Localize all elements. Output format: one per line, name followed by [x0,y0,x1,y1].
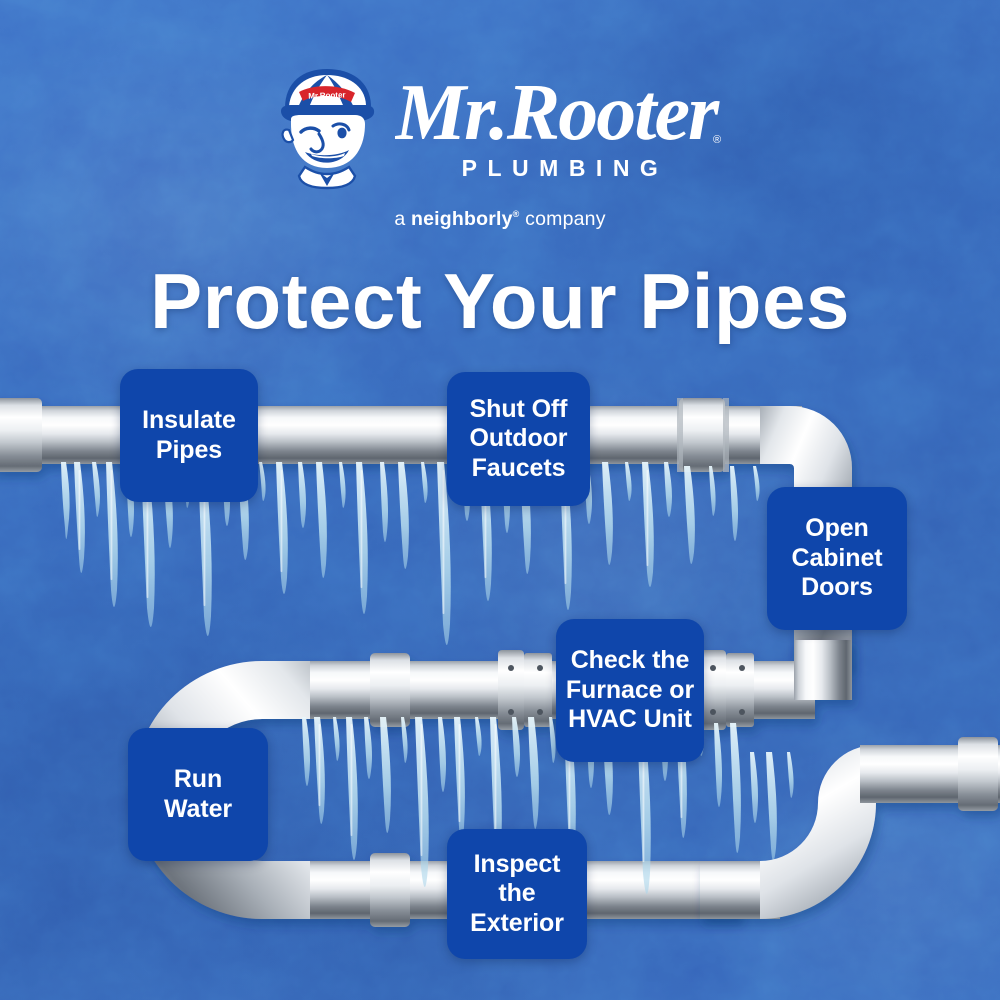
bottom-right-s-bend-assembly [700,737,1000,919]
pipe-coupling [370,653,410,727]
tagline-brand: neighborly [411,208,513,230]
neighborly-tagline: a neighborly® company [0,208,1000,231]
flange-coupling [700,650,754,730]
pipe-coupling [0,398,42,472]
flange-coupling [498,650,552,730]
wordmark-subtitle: PLUMBING [461,154,669,181]
page-title: Protect Your Pipes [150,257,850,345]
mr-rooter-wordmark: Mr.Rooter ® PLUMBING [395,73,725,182]
tagline-suffix: company [519,208,606,230]
tagline-registered: ® [512,209,520,219]
tagline-prefix: a [394,208,411,230]
mr-rooter-mascot-icon: Mr.Rooter [281,69,375,190]
svg-text:Mr.Rooter: Mr.Rooter [395,73,720,157]
svg-text:®: ® [713,134,721,146]
pipe-coupling [679,398,725,472]
pipe-coupling [958,737,998,811]
pipe-coupling [370,853,410,927]
wordmark-text: Mr.Rooter ® [395,73,722,157]
svg-text:Mr.Rooter: Mr.Rooter [308,90,346,100]
brand-header: Mr.Rooter [0,62,1000,231]
logo-row: Mr.Rooter [0,62,1000,192]
